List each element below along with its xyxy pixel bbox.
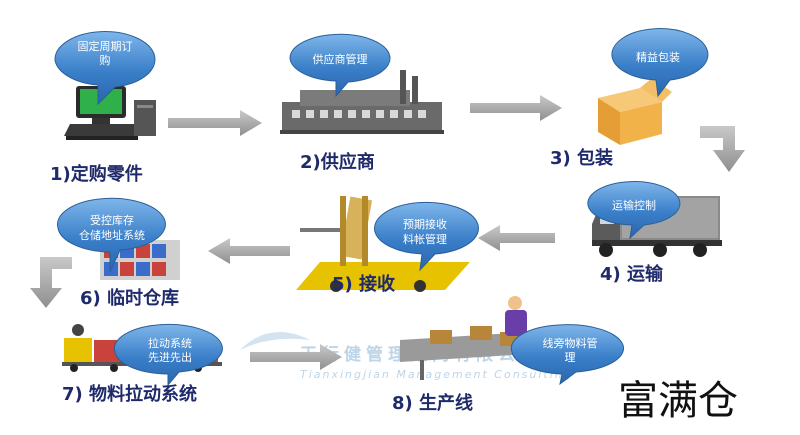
step-5-bubble-line-1: 预期接收 [403,217,447,231]
factory-icon [280,70,444,134]
flow-arrow-2-3 [470,95,562,121]
step-5-label: 5) 接收 [332,273,395,295]
step-7-bubble-line-2: 先进先出 [148,350,192,364]
step-1-bubble-line-2: 购 [100,53,111,67]
forklift-icon [296,196,470,292]
step-8-label: 8) 生产线 [392,392,473,414]
step-6-label: 6) 临时仓库 [80,287,179,309]
corner-title: 富满仓 [618,378,738,424]
step-4-bubble: 运输控制 [587,181,681,240]
step-3-label: 3) 包装 [550,147,613,169]
step-7-label: 7) 物料拉动系统 [62,383,197,405]
step-3-bubble: 精益包装 [611,28,709,98]
step-7-bubble-line-1: 拉动系统 [148,336,192,350]
flow-arrow-4-5 [478,225,555,251]
step-6-bubble: 受控库存 仓储地址系统 [56,197,166,273]
box-icon [598,78,672,145]
flow-arrow-1-2 [168,110,262,136]
step-3-bubble-line-1: 精益包装 [636,50,680,64]
step-6-bubble-line-1: 受控库存 [90,213,134,227]
flow-arrow-6-7 [30,257,72,308]
step-5-bubble: 预期接收 料帐管理 [374,201,479,272]
step-8-bubble: 线旁物料管 理 [510,323,624,386]
step-8-bubble-line-2: 理 [565,351,576,364]
flow-arrow-5-6 [208,238,290,264]
step-2-bubble: 供应商管理 [289,33,391,98]
step-5-bubble-line-2: 料帐管理 [403,232,447,246]
computer-terminal-icon [64,86,156,140]
step-4-label: 4) 运输 [600,263,664,285]
step-2-label: 2)供应商 [300,151,375,173]
step-4-bubble-line-1: 运输控制 [612,198,656,212]
flow-arrow-7-8 [250,344,342,370]
step-1-label: 1)定购零件 [50,163,143,185]
watermark-sub: Tianxingjian Management Consulting [300,368,573,381]
step-1-bubble: 固定周期订 购 [54,31,156,106]
flow-arrow-3-4 [700,126,745,172]
step-7-bubble: 拉动系统 先进先出 [113,323,223,387]
step-2-bubble-line-1: 供应商管理 [313,52,368,66]
step-8-bubble-line-1: 线旁物料管 [543,336,598,350]
step-1-bubble-line-1: 固定周期订 [78,39,133,53]
step-6-bubble-line-2: 仓储地址系统 [79,228,145,242]
